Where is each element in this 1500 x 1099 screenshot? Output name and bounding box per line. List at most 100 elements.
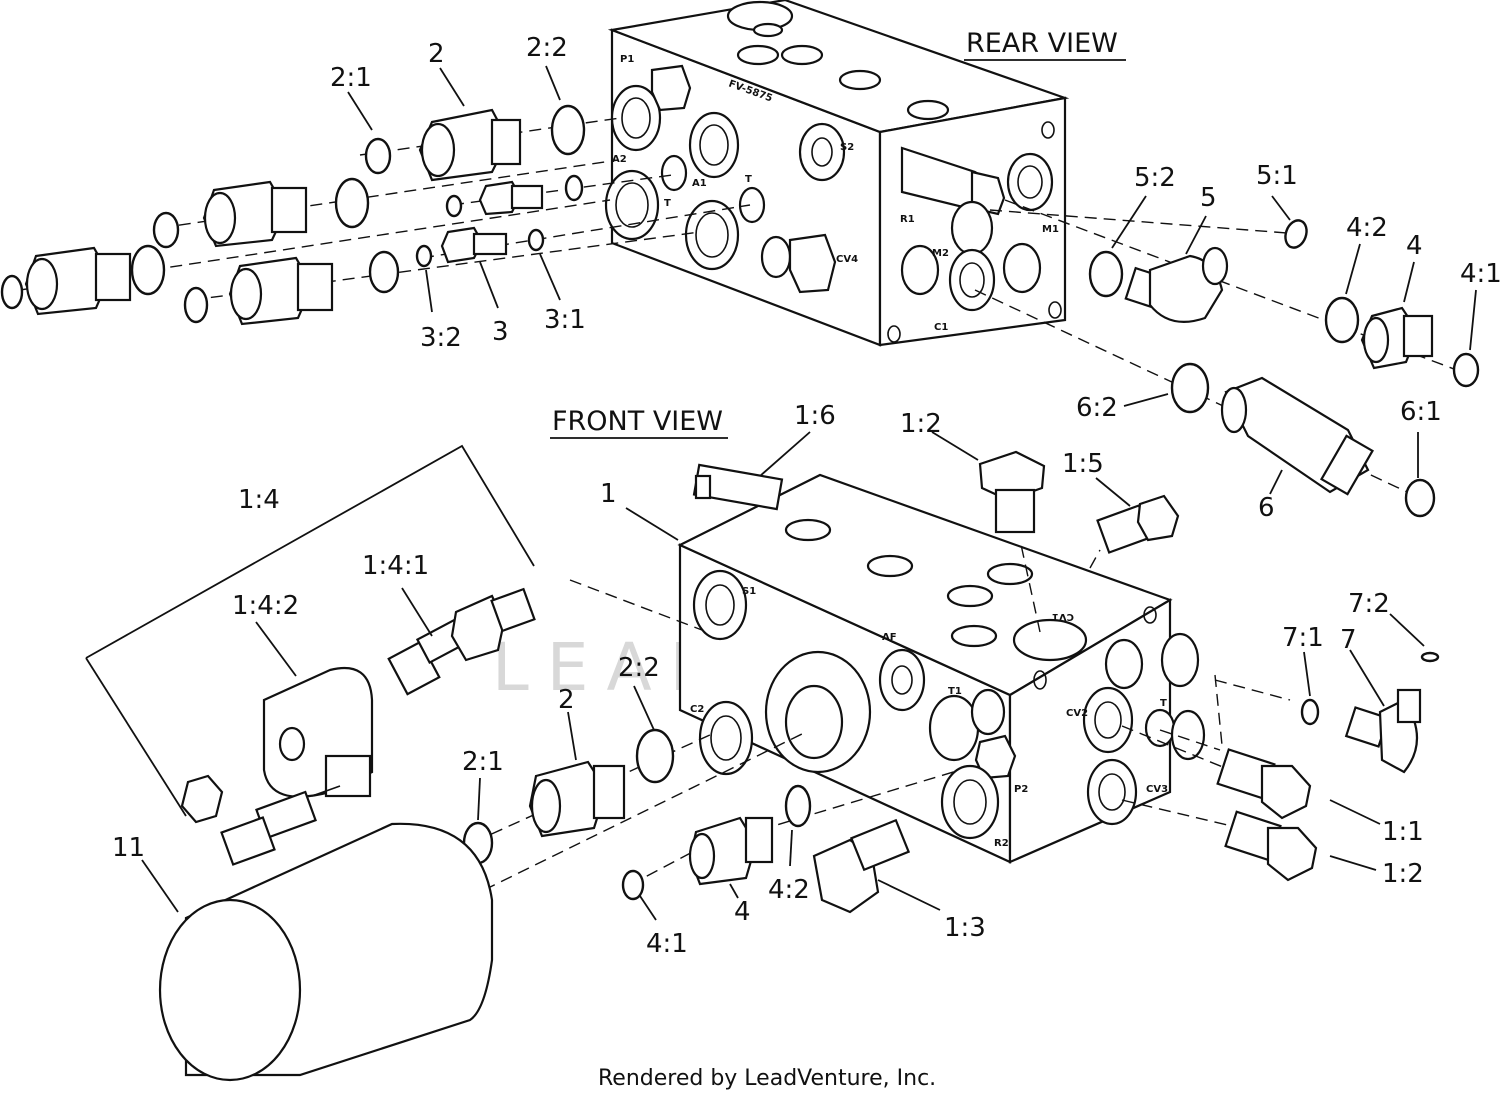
filter-canister-11[interactable]	[158, 822, 494, 1082]
marking-P2: P2	[1014, 784, 1028, 795]
fitting-3[interactable]	[440, 226, 508, 264]
rear-view-title: REAR VIEW	[966, 28, 1118, 59]
callout-2-front: 2	[558, 685, 575, 715]
fitting-4-rear[interactable]	[1360, 306, 1434, 370]
front-view-title: FRONT VIEW	[552, 406, 723, 437]
marking-R1: R1	[900, 214, 915, 225]
callout-1: 1	[600, 479, 617, 509]
callout-1-6: 1:6	[794, 401, 836, 431]
callout-6: 6	[1258, 493, 1275, 523]
o-ring-5-1[interactable]	[1282, 217, 1310, 250]
o-ring-4-2-front[interactable]	[784, 784, 812, 828]
o-ring-6-2[interactable]	[1170, 362, 1210, 414]
fitting-lower-left[interactable]	[228, 256, 334, 326]
marking-M1: M1	[1042, 224, 1059, 235]
rear-valve-block[interactable]	[604, 0, 1070, 347]
marking-P1: P1	[620, 54, 634, 65]
elbow-fitting-7[interactable]	[1344, 688, 1422, 774]
elbow-fitting-5[interactable]	[1124, 246, 1229, 323]
o-ring-5-2[interactable]	[1088, 250, 1124, 298]
callout-bracket-1-4	[85, 444, 535, 659]
o-ring-4-1-rear[interactable]	[1452, 352, 1480, 388]
callout-4-front: 4	[734, 897, 751, 927]
callout-6-2: 6:2	[1076, 393, 1118, 423]
callout-4-1-front: 4:1	[646, 929, 688, 959]
o-ring-lower-left-2[interactable]	[368, 250, 400, 294]
marking-CV4: CV4	[836, 254, 858, 265]
o-ring-upper-left-2[interactable]	[334, 177, 370, 229]
callout-1-1: 1:1	[1382, 817, 1424, 847]
callout-7-2: 7:2	[1348, 589, 1390, 619]
render-credit: Rendered by LeadVenture, Inc.	[598, 1066, 936, 1091]
callout-5: 5	[1200, 183, 1217, 213]
marking-CV3: CV3	[1146, 784, 1168, 795]
callout-1-4-2: 1:4:2	[232, 591, 299, 621]
plug-1-5[interactable]	[1096, 494, 1180, 554]
o-ring-upper-left[interactable]	[152, 211, 180, 249]
marking-R2: R2	[994, 838, 1009, 849]
o-ring-3-1[interactable]	[527, 228, 545, 252]
callout-2-2-rear: 2:2	[526, 33, 568, 63]
callout-1-2-bottom: 1:2	[1382, 859, 1424, 889]
callout-4-rear: 4	[1406, 231, 1423, 261]
marking-S2: S2	[840, 142, 854, 153]
o-ring-far-left[interactable]	[0, 274, 24, 310]
o-ring-7-1[interactable]	[1300, 698, 1320, 726]
o-ring-small-upper-2[interactable]	[564, 174, 584, 202]
solenoid-coil-1-4-2[interactable]	[262, 666, 374, 798]
connector-plug[interactable]	[220, 785, 341, 866]
fitting-far-left[interactable]	[24, 246, 132, 316]
callout-4-2-front: 4:2	[768, 875, 810, 905]
marking-CV1: CV1	[1052, 611, 1074, 622]
marking-M2: M2	[932, 248, 949, 259]
callout-7-1: 7:1	[1282, 623, 1324, 653]
o-ring-7-2[interactable]	[1420, 651, 1440, 663]
callout-7: 7	[1340, 625, 1357, 655]
callout-11: 11	[112, 833, 145, 863]
callout-1-3: 1:3	[944, 913, 986, 943]
callout-1-2-top: 1:2	[900, 409, 942, 439]
o-ring-lower-left[interactable]	[183, 286, 209, 324]
callout-6-1: 6:1	[1400, 397, 1442, 427]
marking-CV2: CV2	[1066, 708, 1088, 719]
fitting-upper-left[interactable]	[202, 180, 308, 248]
callout-4-2-rear: 4:2	[1346, 213, 1388, 243]
fitting-small-upper[interactable]	[478, 180, 544, 216]
o-ring-3-2[interactable]	[415, 244, 433, 268]
marking-C1: C1	[934, 322, 948, 333]
plug-1-2-top[interactable]	[978, 450, 1046, 534]
marking-C2: C2	[690, 704, 704, 715]
marking-AF: AF	[882, 632, 897, 643]
o-ring-4-1-front[interactable]	[621, 869, 645, 901]
marking-T1: T1	[948, 686, 962, 697]
callout-1-4-1: 1:4:1	[362, 551, 429, 581]
marking-A1: A1	[692, 178, 707, 189]
o-ring-far-left-2[interactable]	[130, 244, 166, 296]
callout-2-1-rear: 2:1	[330, 63, 372, 93]
fitting-6[interactable]	[1220, 376, 1374, 496]
o-ring-2-1-rear[interactable]	[364, 137, 392, 175]
marking-T-rear-2: T	[745, 174, 752, 185]
fitting-2-front[interactable]	[528, 760, 626, 838]
fitting-2-rear[interactable]	[418, 108, 522, 182]
marking-T-rear-1: T	[664, 198, 671, 209]
callout-5-2: 5:2	[1134, 163, 1176, 193]
solenoid-valve-1-4-1[interactable]	[387, 587, 536, 696]
fitting-4-front[interactable]	[688, 816, 774, 886]
callout-4-1-rear: 4:1	[1460, 259, 1500, 289]
plug-1-1[interactable]	[1216, 748, 1312, 820]
callout-3-2: 3:2	[420, 323, 462, 353]
o-ring-2-2-rear[interactable]	[550, 104, 586, 156]
front-valve-block[interactable]	[677, 463, 1206, 864]
callout-2-2-front: 2:2	[618, 653, 660, 683]
o-ring-small-upper[interactable]	[445, 194, 463, 218]
o-ring-6-1[interactable]	[1404, 478, 1436, 518]
plug-1-3[interactable]	[812, 818, 911, 914]
hex-nut[interactable]	[180, 774, 224, 824]
o-ring-2-2-front[interactable]	[635, 728, 675, 784]
callout-5-1: 5:1	[1256, 161, 1298, 191]
plug-1-2-bottom[interactable]	[1224, 810, 1318, 882]
callout-3: 3	[492, 317, 509, 347]
marking-T-front: T	[1160, 698, 1167, 709]
o-ring-4-2-rear[interactable]	[1324, 296, 1360, 344]
